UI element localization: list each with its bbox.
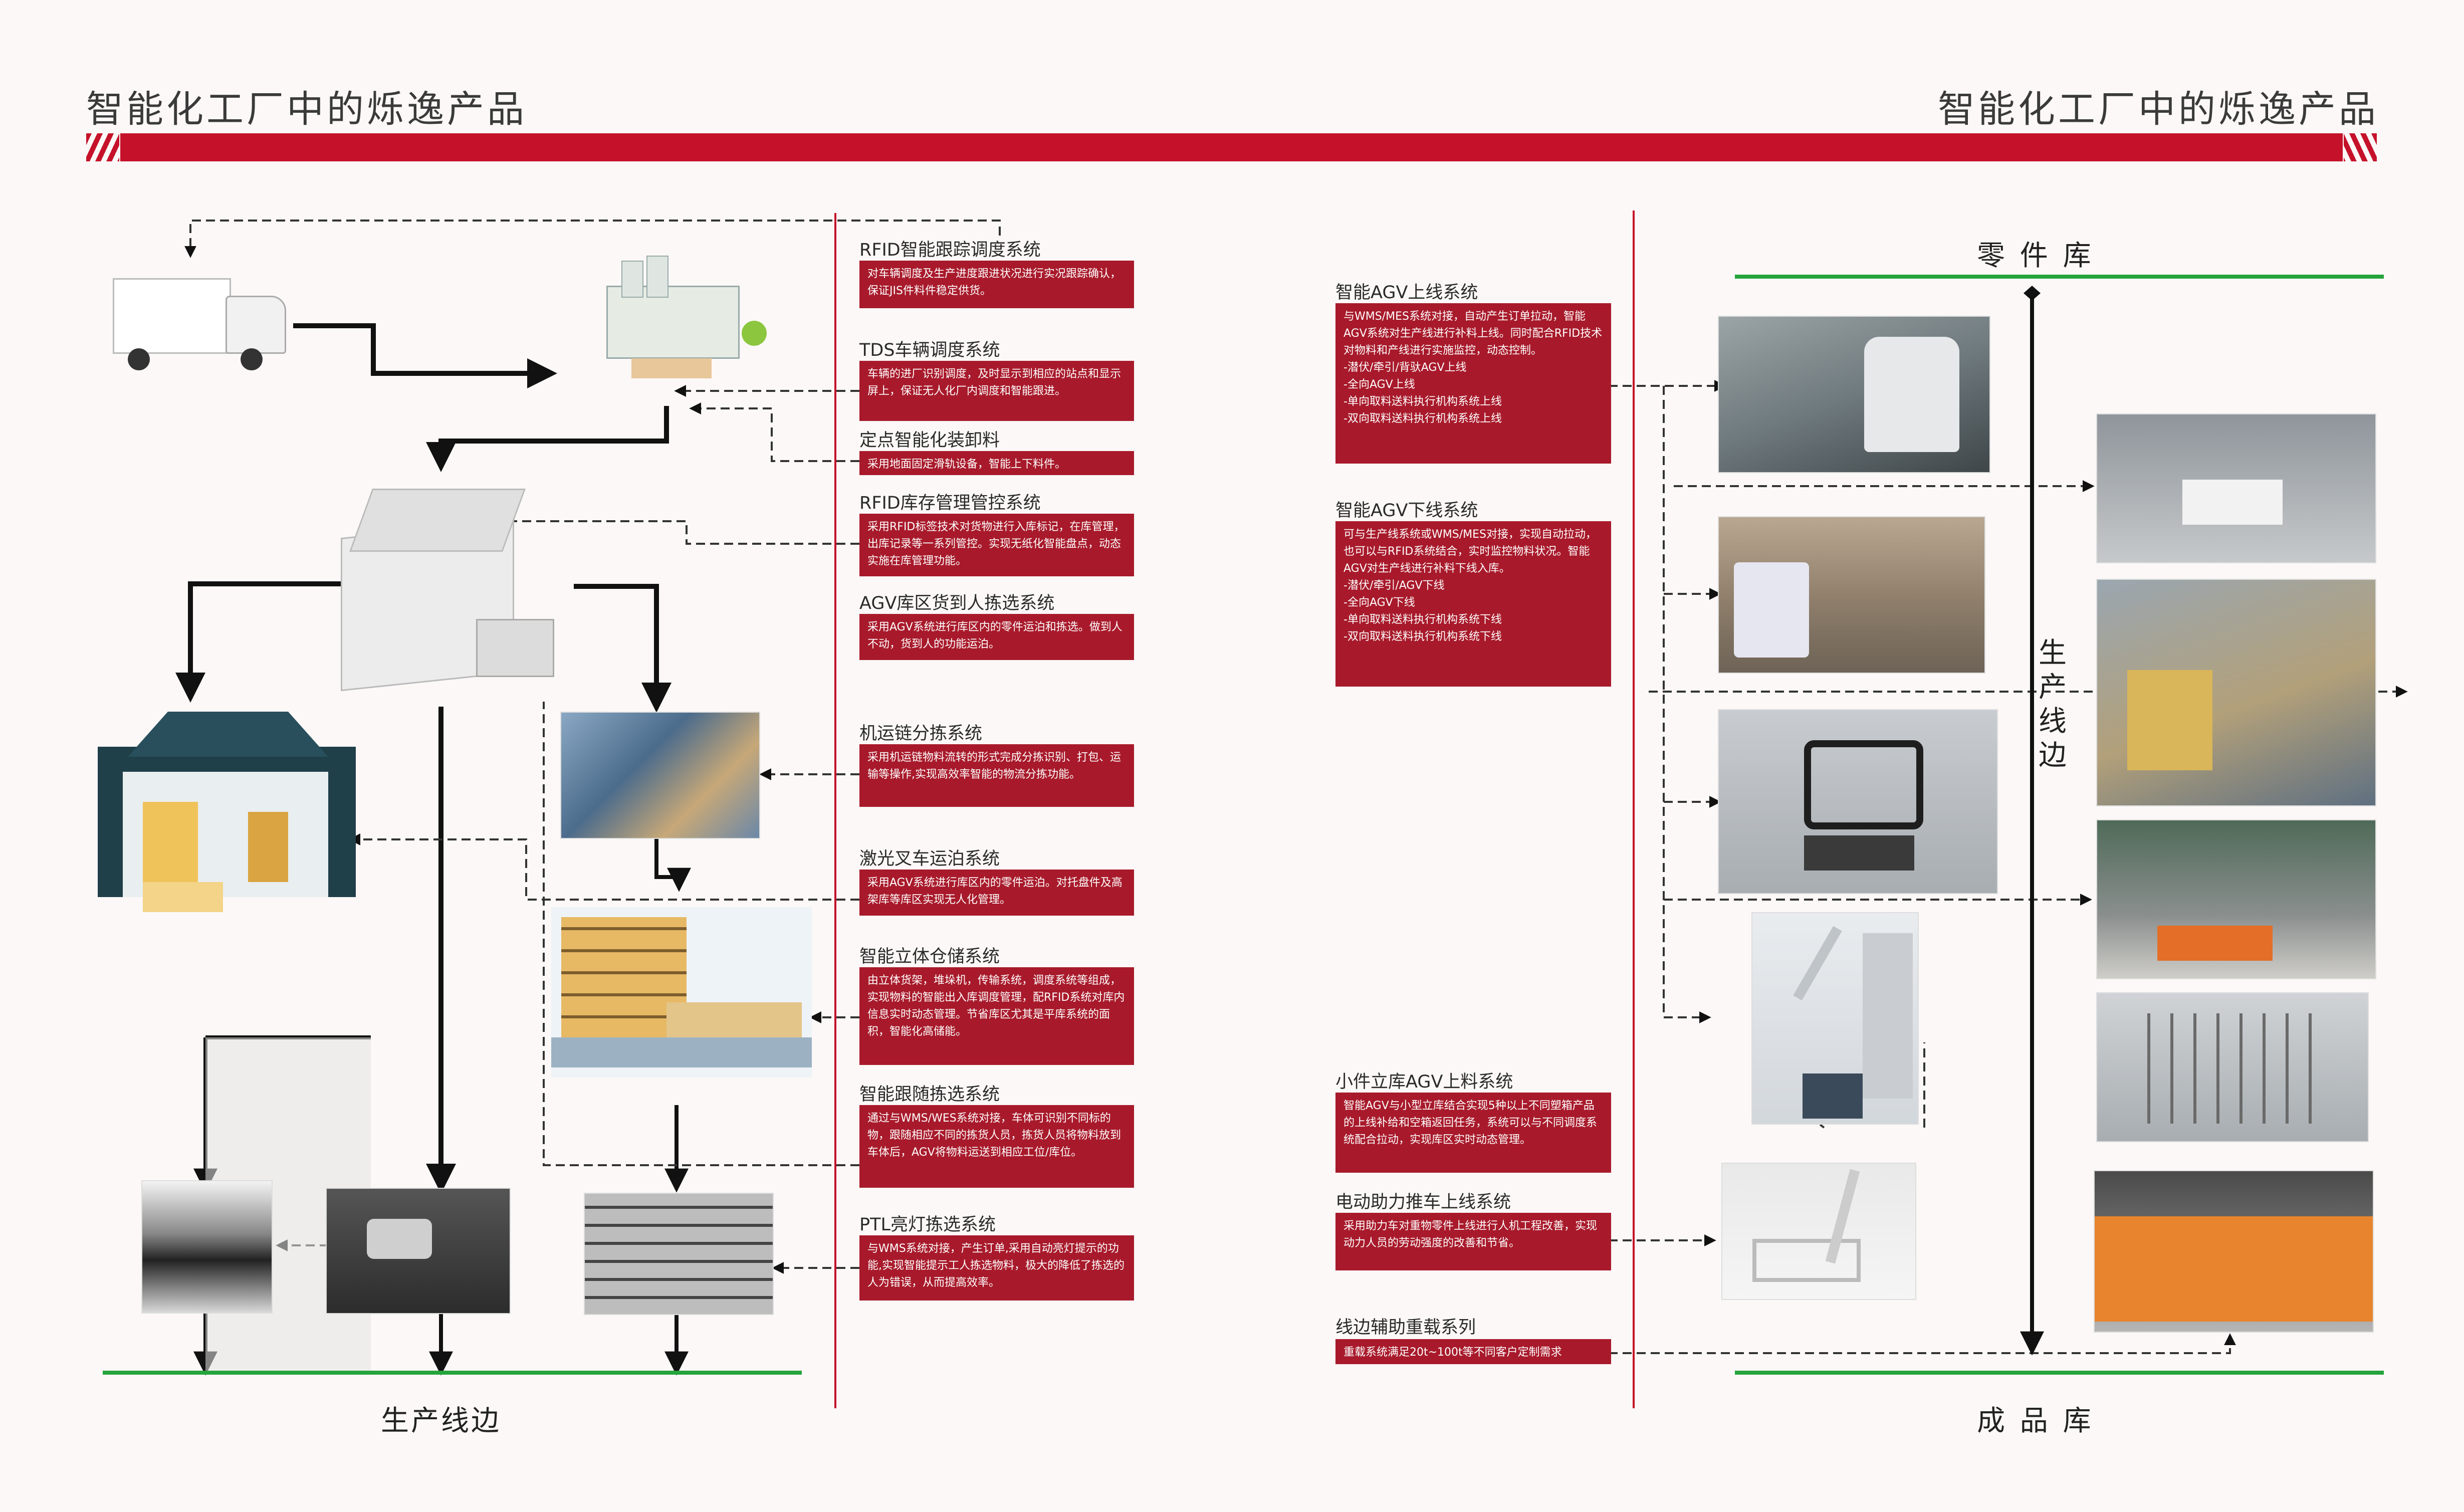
system-desc: 采用AGV系统进行库区内的零件运泊。对托盘件及高架库等库区实现无人化管理。 [859,870,1134,916]
header-band [120,133,2343,161]
factory-illustration [556,251,787,396]
system-title: 线边辅助重载系列 [1335,1318,1476,1338]
system-desc: 车辆的进厂识别调度，及时显示到相应的站点和显示屏上，保证无人化厂内调度和智能跟进… [859,361,1134,421]
system-title: AGV库区货到人拣选系统 [859,593,1055,613]
system-item: -潜伏/牵引/AGV下线 [1343,579,1445,592]
racking-illustration [551,907,812,1077]
robot-arm-photo [1751,912,1919,1125]
agv-online-photo [1718,316,1990,473]
line-side-photo-2 [2096,579,2376,806]
vertical-char: 产 [2039,671,2067,704]
system-desc: 对车辆调度及生产进度跟进状况进行实况跟踪确认，保证JIS件料件稳定供货。 [859,261,1134,308]
system-title: 机运链分拣系统 [859,724,983,744]
line-side-photo-3 [2096,819,2376,979]
warehouse-illustration [331,489,556,694]
system-title: TDS车辆调度系统 [859,340,1000,360]
system-desc: 通过与WMS/WES系统对接，车体可识别不同标的物，跟随相应不同的拣货人员，拣货… [859,1105,1134,1188]
system-item: -全向AGV下线 [1343,596,1415,609]
system-desc: 采用助力车对重物零件上线进行人机工程改善，实现动力人员的劳动强度的改善和节省。 [1335,1213,1611,1270]
line-side-photo-4 [2096,992,2369,1142]
vertical-char: 边 [2039,739,2067,772]
production-line-label: 生产线边 [381,1405,501,1437]
system-item: -单向取料送料执行机构系统下线 [1343,613,1502,626]
agv-offline-photo [1718,516,1985,674]
agv-photo [326,1188,511,1314]
divider-right [1633,210,1635,1408]
system-title: 激光叉车运泊系统 [859,849,1000,869]
vertical-char: 生 [2039,637,2067,670]
system-desc: 由立体货架，堆垛机，传输系统，调度系统等组成，实现物料的智能出入库调度管理，配R… [859,967,1134,1065]
system-desc: 采用地面固定滑轨设备，智能上下料件。 [859,451,1134,475]
production-line-vertical-label: 生 产 线 边 [2039,636,2074,773]
system-desc: 采用机运链物料流转的形式完成分拣识别、打包、运输等操作,实现高效率智能的物流分拣… [859,744,1134,807]
divider-left [834,213,836,1408]
vertical-char: 线 [2039,705,2067,738]
parts-warehouse-label: 零 件 库 [1977,240,2094,272]
system-desc: 与WMS/MES系统对接，自动产生订单拉动，智能AGV系统对生产线进行补料上线。… [1343,310,1603,357]
heavy-load-photo [2094,1170,2374,1333]
system-title: 智能跟随拣选系统 [859,1085,1000,1105]
system-desc: 智能AGV与小型立库结合实现5种以上不同塑箱产品的上线补给和空箱返回任务，系统可… [1335,1093,1611,1173]
line-side-photo-1 [2096,413,2376,563]
system-title: RFID库存管理管控系统 [859,493,1041,513]
storage-building-illustration [98,712,356,922]
parts-warehouse-line [1735,275,2384,279]
system-item: -双向取料送料执行机构系统上线 [1343,412,1502,425]
system-title: RFID智能跟踪调度系统 [859,240,1041,260]
system-item: -潜伏/牵引/背驮AGV上线 [1343,361,1467,374]
system-item: -双向取料送料执行机构系统下线 [1343,630,1502,643]
follow-picking-photo [141,1180,273,1314]
ptl-photo [584,1193,774,1315]
system-item: -单向取料送料执行机构系统上线 [1343,395,1502,408]
system-desc: 可与生产线系统或WMS/MES对接，实现自动拉动，也可以与RFID系统结合，实时… [1343,528,1597,575]
system-desc: 采用RFID标签技术对货物进行入库标记，在库管理，出库记录等一系列管控。实现无纸… [859,514,1134,576]
system-desc: 重载系统满足20t~100t等不同客户定制需求 [1335,1339,1611,1364]
conveyor-photo [560,712,760,839]
finished-goods-line [1735,1371,2384,1375]
system-title: 智能AGV下线系统 [1335,501,1478,521]
finished-goods-label: 成 品 库 [1977,1405,2094,1437]
system-title: 定点智能化装卸料 [859,430,1000,451]
truck-illustration [113,273,286,373]
power-cart-photo [1721,1163,1916,1300]
system-title: PTL亮灯拣选系统 [859,1215,996,1235]
system-title: 智能立体仓储系统 [859,947,1000,967]
header-title-right: 智能化工厂中的烁逸产品 [1938,88,2379,131]
header-title-left: 智能化工厂中的烁逸产品 [86,88,527,131]
header-stripes-left [86,133,119,161]
production-floor-line [103,1371,802,1375]
system-item: -全向AGV上线 [1343,378,1415,391]
system-title: 电动助力推车上线系统 [1335,1192,1511,1212]
system-title: 小件立库AGV上料系统 [1335,1072,1513,1092]
system-desc-box: 可与生产线系统或WMS/MES对接，实现自动拉动，也可以与RFID系统结合，实时… [1335,521,1611,687]
agv-lift-photo [1718,709,1998,894]
system-desc-box: 与WMS/MES系统对接，自动产生订单拉动，智能AGV系统对生产线进行补料上线。… [1335,303,1611,464]
system-desc: 采用AGV系统进行库区内的零件运泊和拣选。做到人不动，货到人的功能运泊。 [859,614,1134,660]
system-desc: 与WMS系统对接，产生订单,采用自动亮灯提示的功能,实现智能提示工人拣选物料，极… [859,1235,1134,1301]
system-title: 智能AGV上线系统 [1335,283,1478,303]
